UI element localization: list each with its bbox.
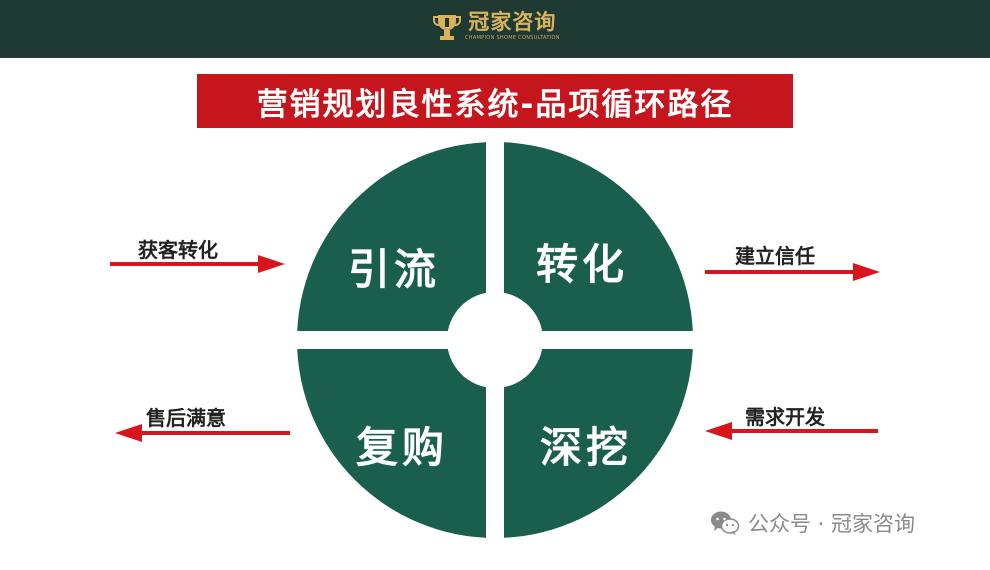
quadrant-top-right — [495, 140, 700, 340]
brand-subtitle: CHAMPION SHOME CONSULTATION — [465, 35, 560, 41]
brand-logo: 冠家咨询 CHAMPION SHOME CONSULTATION — [433, 10, 560, 50]
trophy-logo-icon — [433, 15, 461, 40]
arrow-label-right-bottom: 需求开发 — [745, 405, 825, 429]
quadrant-top-left — [290, 140, 495, 340]
arrow-left-bottom — [115, 424, 290, 442]
quadrant-bottom-right — [495, 340, 700, 545]
arrow-right-top — [705, 263, 880, 281]
brand-name: 冠家咨询 — [468, 10, 557, 34]
quadrant-label-bottom-right: 深挖 — [540, 423, 633, 472]
watermark-text: 公众号 · 冠家咨询 — [748, 512, 916, 536]
header-bar: 冠家咨询 CHAMPION SHOME CONSULTATION — [0, 0, 990, 58]
watermark: 公众号 · 冠家咨询 — [710, 508, 915, 538]
quadrant-label-top-right: 转化 — [536, 240, 629, 289]
page-title: 营销规划良性系统-品项循环路径 — [197, 74, 793, 128]
arrow-left-top — [110, 255, 285, 273]
quadrant-label-bottom-left: 复购 — [356, 423, 449, 472]
quadrant-label-top-left: 引流 — [348, 245, 441, 294]
arrow-label-right-top: 建立信任 — [735, 244, 815, 268]
quadrant-bottom-left — [290, 340, 495, 545]
arrow-right-bottom — [705, 422, 878, 440]
arrow-label-left-bottom: 售后满意 — [146, 406, 226, 430]
wechat-icon — [711, 511, 740, 535]
arrow-label-left-top: 获客转化 — [138, 238, 218, 262]
